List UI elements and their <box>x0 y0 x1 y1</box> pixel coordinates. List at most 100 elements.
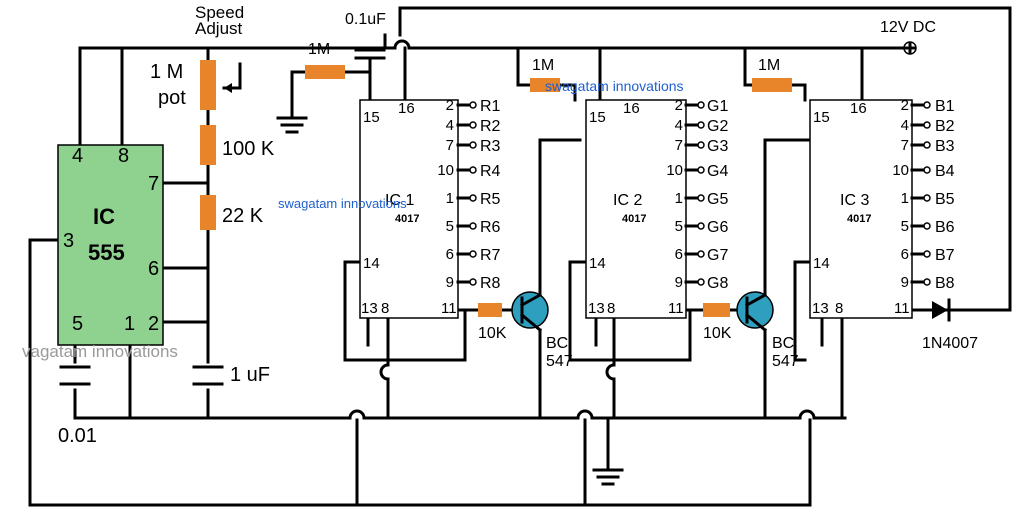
ic2-out-terminal-3 <box>697 141 705 149</box>
ic3-out-terminal-3 <box>923 141 931 149</box>
ic3-out-terminal-1 <box>923 101 931 109</box>
ic3-pin-8: 8 <box>835 300 843 317</box>
ic3-out-terminal-5 <box>923 194 931 202</box>
ic555-pin-1: 1 <box>124 313 135 335</box>
ic555-pin-8: 8 <box>118 145 129 167</box>
ic2-out-pin-8: 9 <box>675 274 683 291</box>
transistor-bc547-a <box>511 291 549 333</box>
ground-symbol-a <box>276 116 308 134</box>
ic555-title-2: 555 <box>88 240 125 265</box>
ic1-out-terminal-6 <box>469 222 477 230</box>
ic2-out-label-7: G7 <box>707 247 728 264</box>
ic1-name: IC 1 <box>385 192 414 209</box>
ic555-pin-2: 2 <box>148 313 159 335</box>
ic2-name: IC 2 <box>613 192 642 209</box>
wire-feedback-loop <box>398 6 1012 312</box>
resistor-10k-a <box>478 303 502 317</box>
ic1-out-pin-8: 9 <box>446 274 454 291</box>
wire-crossover-3 <box>798 409 816 420</box>
ic3-out-terminal-2 <box>923 121 931 129</box>
ic3-out-label-3: B3 <box>935 138 955 155</box>
ic1-out-terminal-8 <box>469 278 477 286</box>
ic2-out-pin-6: 5 <box>675 218 683 235</box>
ic3-out-terminal-7 <box>923 250 931 258</box>
ic3-out-pin-2: 4 <box>901 117 909 134</box>
ic1-pin-13: 13 <box>361 300 378 317</box>
ic2-out-terminal-4 <box>697 166 705 174</box>
ic555-pin-4: 4 <box>72 145 83 167</box>
ic3-part: 4017 <box>847 213 871 225</box>
ic2-pin-13: 13 <box>588 300 605 317</box>
label-10k-b: 10K <box>703 325 732 342</box>
wire-1m-b-left <box>516 46 532 87</box>
ic1-out-pin-6: 5 <box>446 218 454 235</box>
pot-wiper-arrow <box>224 83 232 93</box>
ic3-out-pin-4: 10 <box>892 162 909 179</box>
capacitor-01uf <box>354 48 386 60</box>
ic1-out-label-3: R3 <box>480 138 501 155</box>
ic2-out-label-8: G8 <box>707 275 728 292</box>
ic1-out-pin-3: 7 <box>446 137 454 154</box>
ic3-out-label-5: B5 <box>935 191 955 208</box>
capacitor-1uf <box>192 365 224 386</box>
wire-bc547a-collector <box>538 138 582 297</box>
resistor-22k <box>200 195 216 230</box>
wires <box>28 6 1012 507</box>
label-1m-a: 1M <box>308 41 330 58</box>
wire-crossover-1 <box>348 409 366 420</box>
ic3-out-label-8: B8 <box>935 275 955 292</box>
label-10k-a: 10K <box>478 325 507 342</box>
wire-ic1-pin8 <box>379 316 390 420</box>
ground-symbol-main <box>592 468 624 486</box>
ic1-out-terminal-2 <box>469 121 477 129</box>
ic2-out-label-3: G3 <box>707 138 728 155</box>
ic3-out-pin-1: 2 <box>901 97 909 114</box>
ic3-out-label-7: B7 <box>935 247 955 264</box>
ic2-out-pin-4: 10 <box>666 162 683 179</box>
supply-terminal <box>903 41 917 55</box>
ic3-name: IC 3 <box>840 192 869 209</box>
ic2-out-terminal-7 <box>697 250 705 258</box>
ic3-pin-16: 16 <box>850 100 867 117</box>
ic1-out-label-1: R1 <box>480 98 501 115</box>
ic2-body <box>585 99 687 319</box>
ic3-out-pin-7: 6 <box>901 246 909 263</box>
ic2-part: 4017 <box>622 213 646 225</box>
ic1-out-pin-5: 1 <box>446 190 454 207</box>
ic2-out-pin-3: 7 <box>675 137 683 154</box>
resistor-1m-pot <box>200 60 216 110</box>
ic1-pin-15: 15 <box>363 109 380 126</box>
resistors <box>200 60 792 317</box>
wire-555-pin3-clock <box>28 238 812 507</box>
ic1-pin-11: 11 <box>441 300 457 317</box>
ic555-pin-6: 6 <box>148 258 159 280</box>
ic2-out-terminal-6 <box>697 222 705 230</box>
ic2-out-label-1: G1 <box>707 98 728 115</box>
ic2-out-terminal-5 <box>697 194 705 202</box>
label-bc547-a-1: BC <box>546 335 568 352</box>
label-100k: 100 K <box>222 138 275 160</box>
label-01uf: 0.1uF <box>345 11 386 28</box>
ic1-part: 4017 <box>395 213 419 225</box>
ic2-pin-8: 8 <box>607 300 615 317</box>
watermark-middle: swagatam innovations <box>278 196 407 211</box>
ic1-pin-8: 8 <box>381 300 389 317</box>
ic2-out-terminal-2 <box>697 121 705 129</box>
label-001: 0.01 <box>58 425 97 447</box>
wire-ic2-pin8 <box>605 316 616 420</box>
capacitor-001 <box>59 365 91 386</box>
label-1m-c: 1M <box>758 57 780 74</box>
wire-crossover-2 <box>576 409 594 420</box>
ic2-out-terminal-8 <box>697 278 705 286</box>
ic3-out-terminal-4 <box>923 166 931 174</box>
label-1m-b: 1M <box>532 57 554 74</box>
ic2-out-pin-7: 6 <box>675 246 683 263</box>
wire-ic2-pin14-13 <box>568 260 692 362</box>
transistor-bc547-b <box>736 291 774 333</box>
ic3-out-pin-6: 5 <box>901 218 909 235</box>
